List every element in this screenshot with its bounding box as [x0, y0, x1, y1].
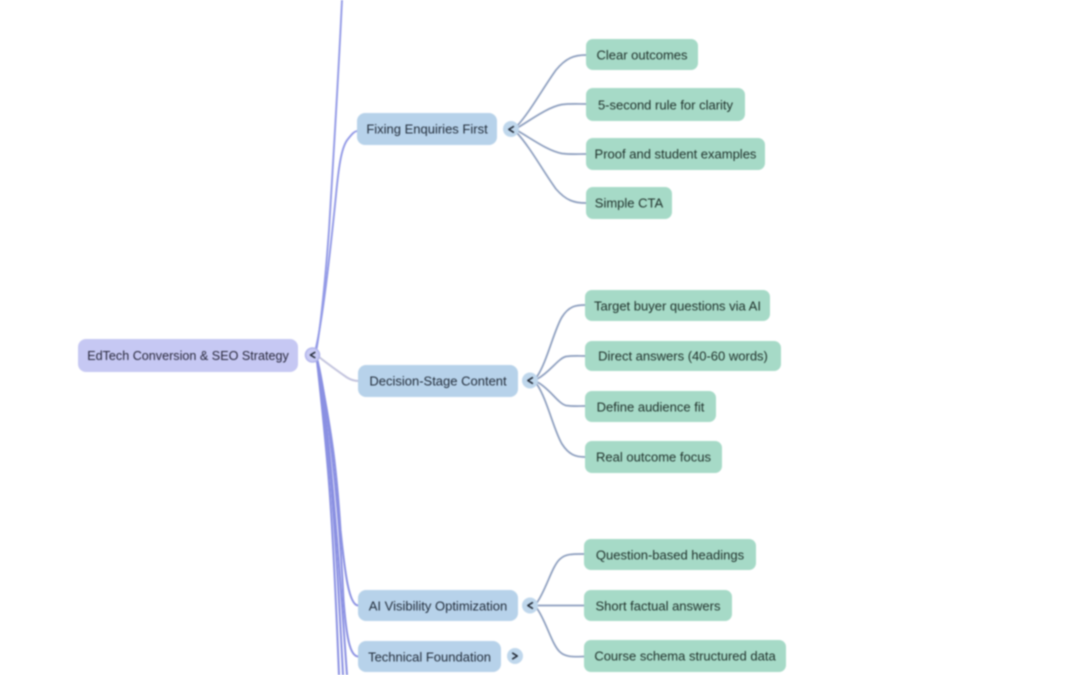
svg-text:Question-based headings: Question-based headings — [596, 548, 745, 563]
svg-text:EdTech Conversion & SEO Strate: EdTech Conversion & SEO Strategy — [87, 349, 289, 363]
svg-text:AI Visibility Optimization: AI Visibility Optimization — [369, 599, 507, 614]
svg-text:Short factual answers: Short factual answers — [595, 599, 721, 614]
svg-text:5-second rule for clarity: 5-second rule for clarity — [598, 98, 734, 113]
svg-text:Fixing Enquiries First: Fixing Enquiries First — [366, 122, 488, 137]
svg-text:Real outcome focus: Real outcome focus — [596, 450, 711, 465]
svg-text:Simple CTA: Simple CTA — [595, 196, 664, 211]
svg-text:Proof and student examples: Proof and student examples — [595, 147, 757, 162]
svg-text:Direct answers (40-60 words): Direct answers (40-60 words) — [598, 349, 768, 364]
svg-text:Clear outcomes: Clear outcomes — [596, 48, 688, 63]
svg-text:Technical Foundation: Technical Foundation — [368, 650, 491, 665]
svg-text:Course schema structured data: Course schema structured data — [594, 649, 776, 664]
svg-text:Define audience fit: Define audience fit — [597, 400, 705, 415]
svg-text:Decision-Stage Content: Decision-Stage Content — [369, 374, 507, 389]
svg-text:Target buyer questions via AI: Target buyer questions via AI — [594, 299, 761, 314]
